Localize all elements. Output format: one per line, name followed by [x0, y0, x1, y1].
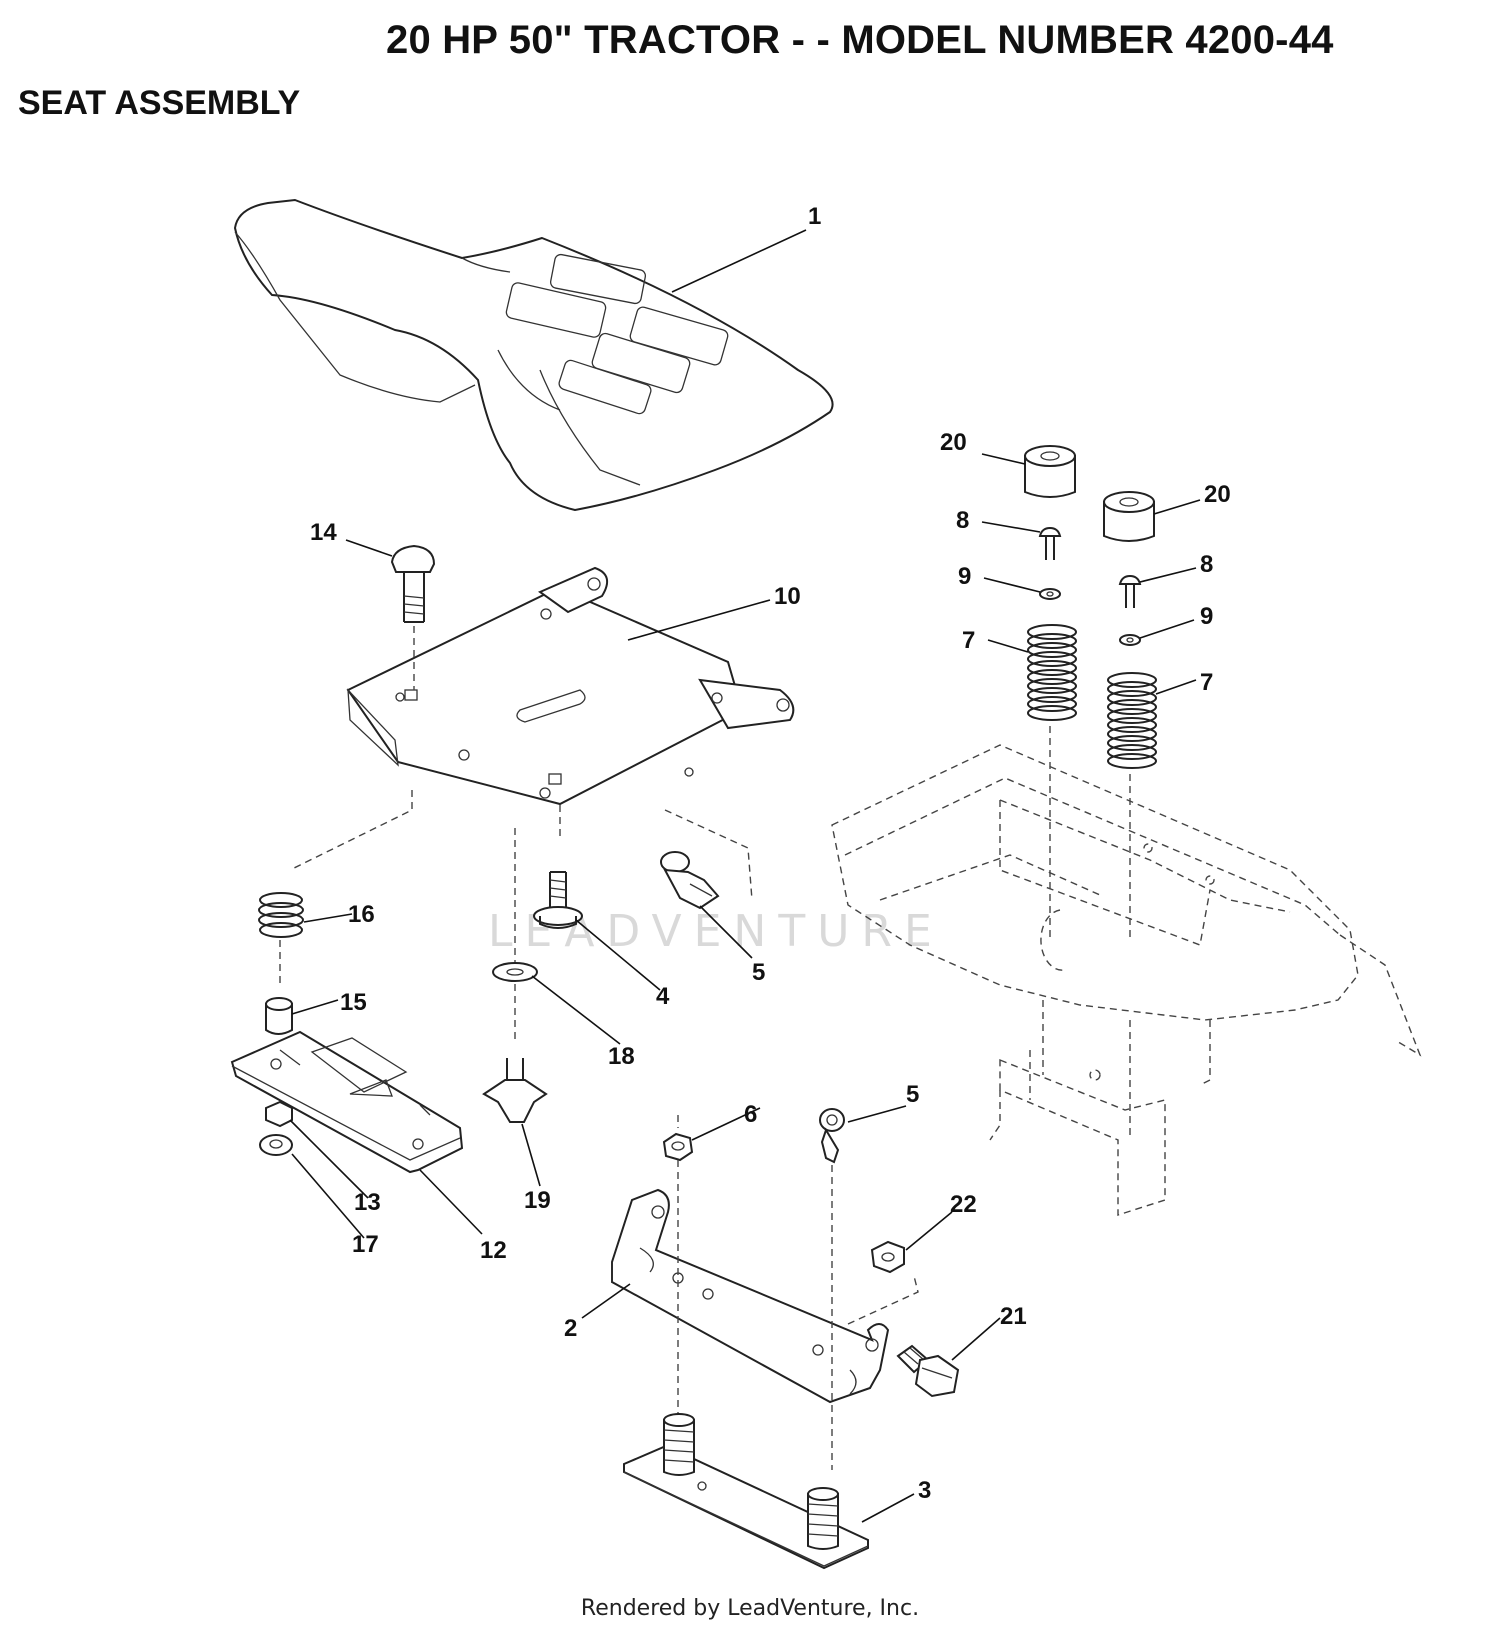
- callout-3: 3: [918, 1477, 931, 1504]
- seat-bracket: [230, 1030, 464, 1174]
- callout-12: 12: [480, 1237, 507, 1264]
- rubber-bumper-left: [1024, 445, 1076, 498]
- callout-4: 4: [656, 983, 670, 1010]
- callout-13: 13: [354, 1189, 381, 1216]
- shoulder-bolt: [533, 871, 583, 929]
- callout-21: 21: [1000, 1303, 1027, 1330]
- callout-5-lower: 5: [906, 1081, 919, 1108]
- callout-7-right: 7: [1200, 669, 1213, 696]
- callout-labels: 1 20 20 8 8 9 9 7 7 14 10 16 15 4 5 5 18…: [310, 203, 1231, 1504]
- callout-16: 16: [348, 901, 375, 928]
- hex-nut: [265, 1100, 293, 1128]
- seat-spring-right: [1107, 672, 1157, 769]
- leader-lines: [289, 229, 1201, 1523]
- callout-5-upper: 5: [752, 959, 765, 986]
- seat-spring-left: [1027, 624, 1077, 721]
- tractor-body-outline: [831, 744, 1422, 1216]
- callout-2: 2: [564, 1315, 577, 1342]
- callout-10: 10: [774, 583, 801, 610]
- flat-washer: [259, 1134, 293, 1156]
- callout-22: 22: [950, 1191, 977, 1218]
- spring-bolt-right: [1118, 574, 1142, 608]
- callout-8-left: 8: [956, 507, 969, 534]
- spring-washer-left: [1039, 588, 1061, 600]
- callout-7-left: 7: [962, 627, 975, 654]
- callout-1: 1: [808, 203, 821, 230]
- section-title: SEAT ASSEMBLY: [18, 84, 301, 122]
- callout-18: 18: [608, 1043, 635, 1070]
- callout-20-left: 20: [940, 429, 967, 456]
- seat-hinge-bracket: [611, 1188, 890, 1404]
- hinge-bolt: [896, 1344, 960, 1398]
- small-spring: [258, 892, 304, 938]
- spacer: [265, 997, 293, 1035]
- diagram-title: 20 HP 50" TRACTOR - - MODEL NUMBER 4200-…: [386, 18, 1334, 62]
- callout-14: 14: [310, 519, 337, 546]
- callout-6: 6: [744, 1101, 757, 1128]
- seat: [233, 198, 834, 512]
- seat-pan: [346, 566, 795, 806]
- spring-bolt-left: [1038, 526, 1062, 560]
- mounting-plate: [623, 1413, 869, 1570]
- footer-credit: Rendered by LeadVenture, Inc.: [580, 1596, 920, 1621]
- seat-clip-lower: [819, 1108, 845, 1164]
- callout-9-left: 9: [958, 563, 971, 590]
- adjustment-knob: [482, 1058, 548, 1123]
- lock-nut: [662, 1115, 694, 1162]
- seat-clip-upper: [660, 851, 720, 910]
- callout-17: 17: [352, 1231, 379, 1258]
- carriage-bolt: [390, 544, 436, 690]
- rubber-bumper-right: [1103, 491, 1155, 542]
- callout-20-right: 20: [1204, 481, 1231, 508]
- spring-washer-right: [1119, 634, 1141, 646]
- callout-19: 19: [524, 1187, 551, 1214]
- large-washer: [492, 962, 538, 982]
- callout-9-right: 9: [1200, 603, 1213, 630]
- flange-nut: [847, 1240, 919, 1325]
- callout-15: 15: [340, 989, 367, 1016]
- callout-8-right: 8: [1200, 551, 1213, 578]
